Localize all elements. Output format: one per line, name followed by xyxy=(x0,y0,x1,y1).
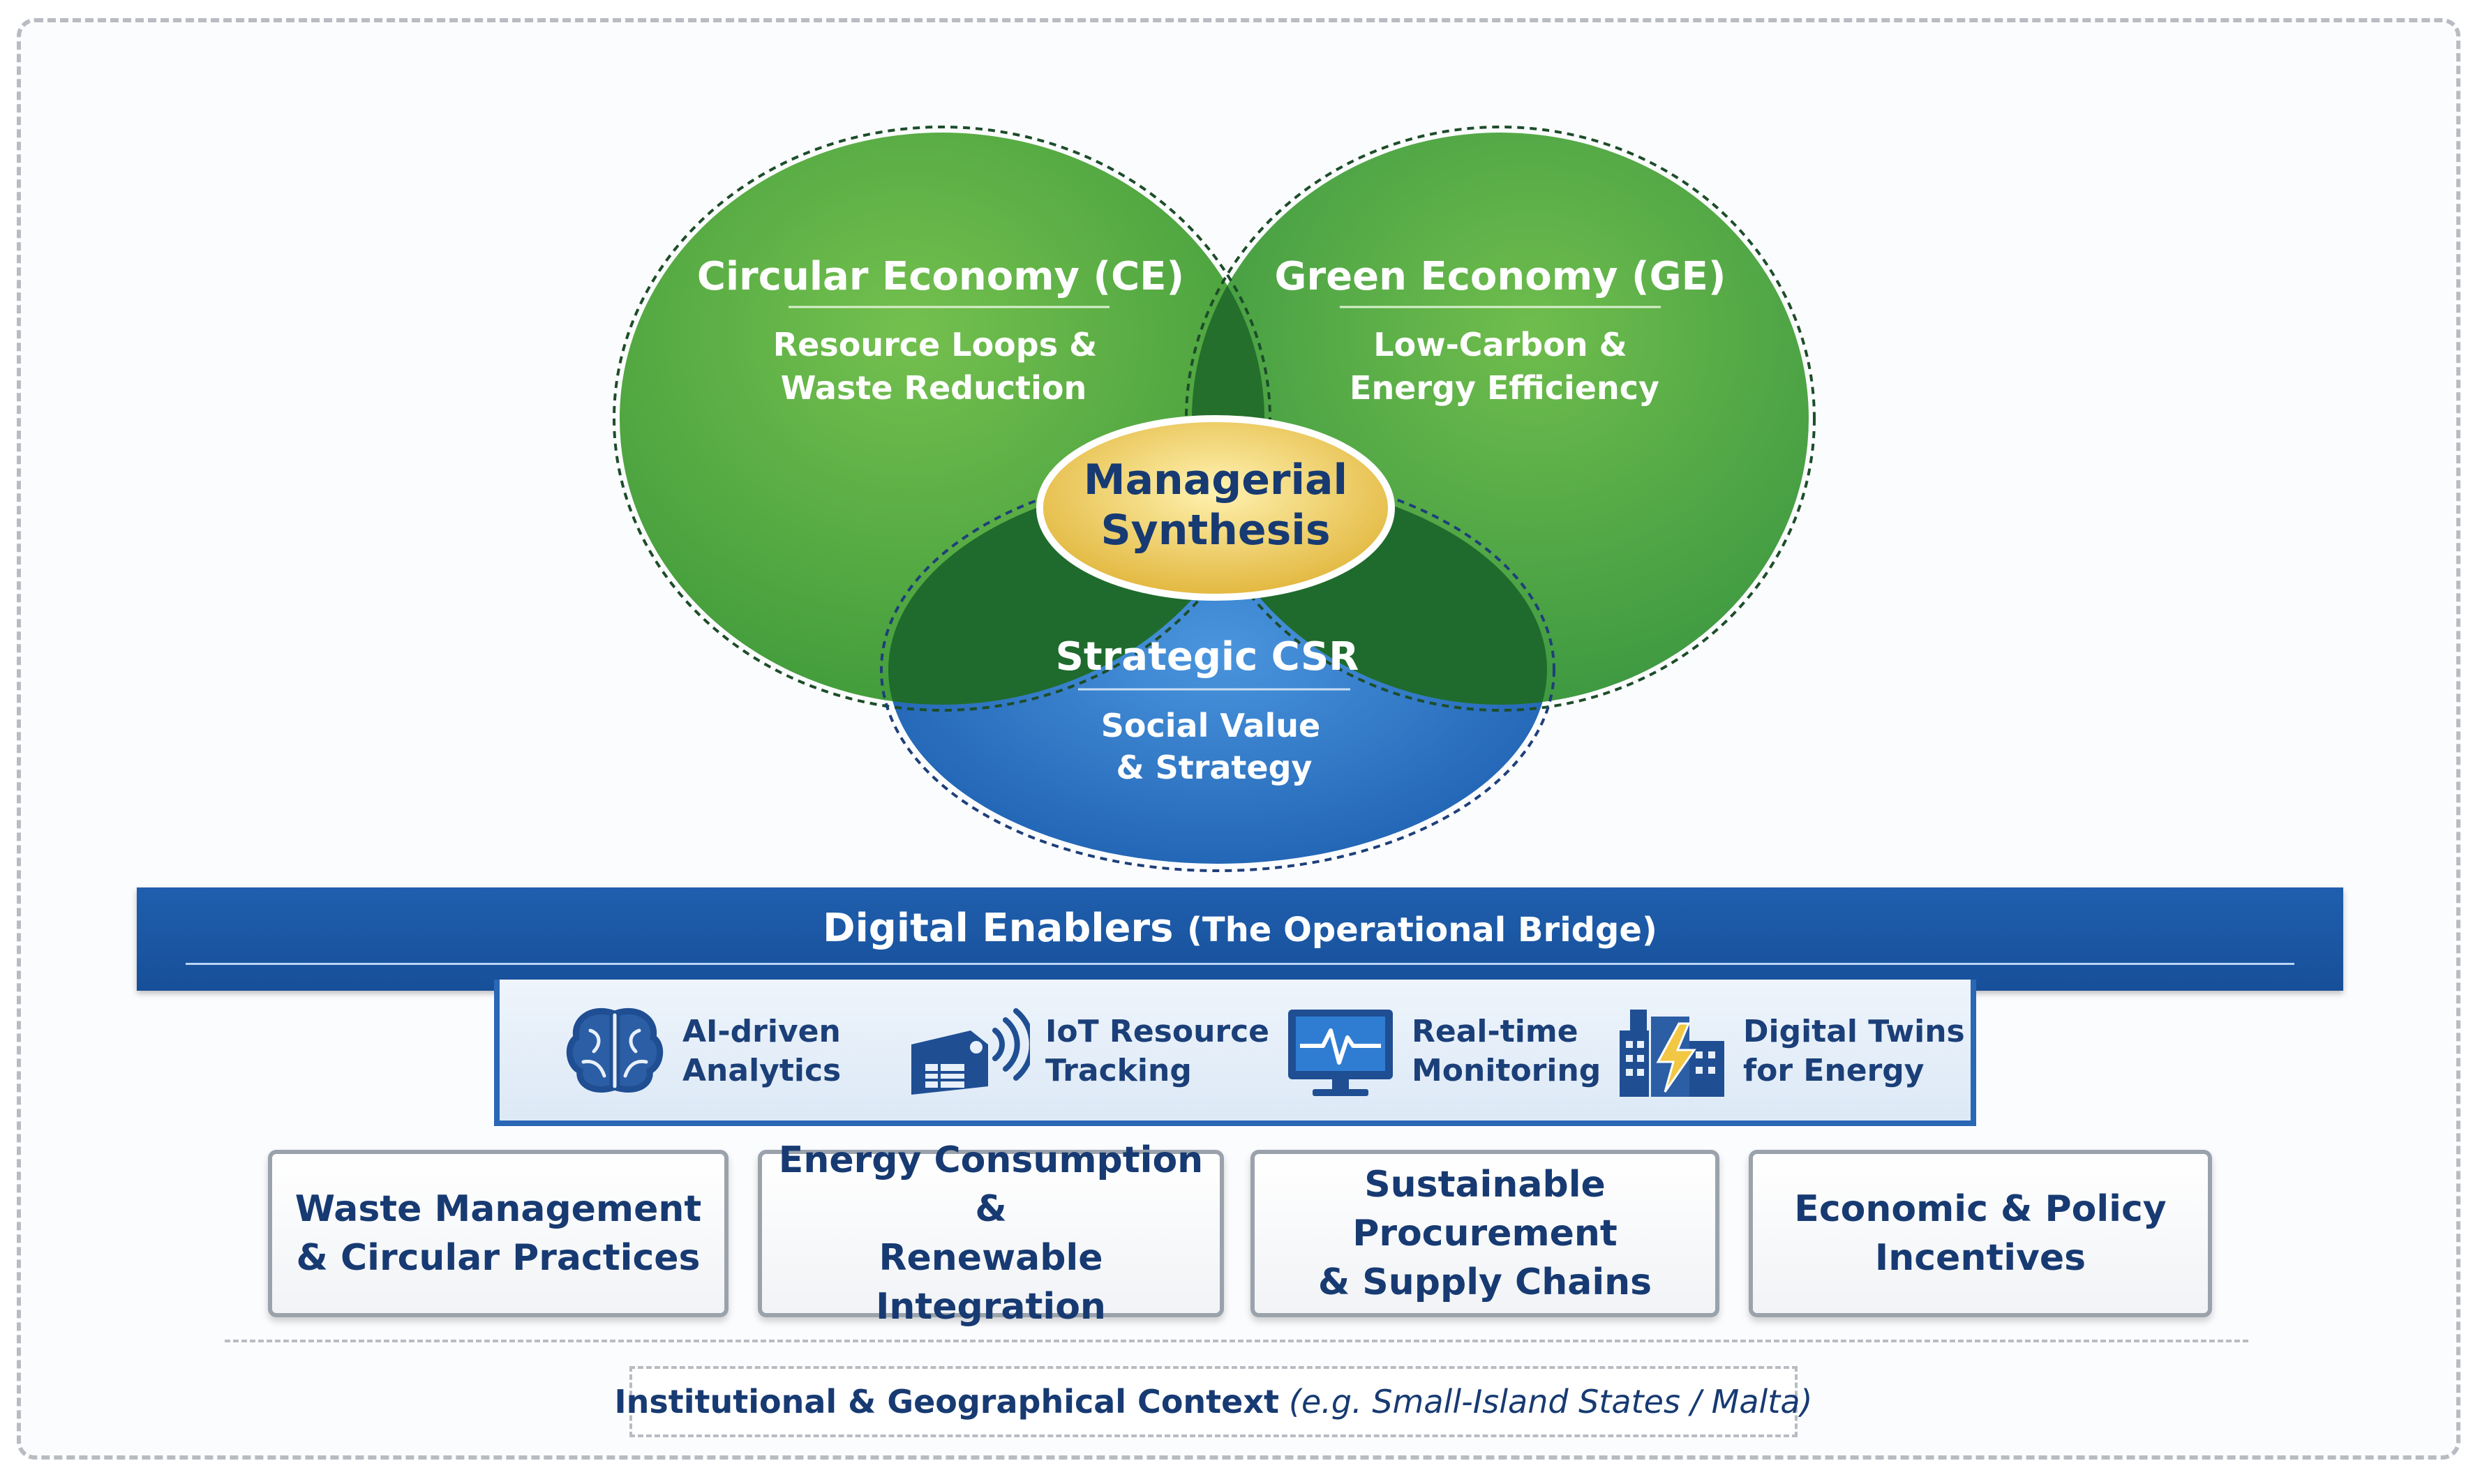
enablers-panel: AI-driven Analytics IoT Resource Trackin… xyxy=(494,980,1976,1126)
csr-subtitle-line2: & Strategy xyxy=(1116,749,1312,786)
venn-diagram: Managerial Synthesis Circular Economy (C… xyxy=(613,126,1816,872)
ge-subtitle-line1: Low-Carbon & xyxy=(1373,326,1627,363)
enabler-label: Digital Twins for Energy xyxy=(1743,1014,1965,1088)
ge-title: Green Economy (GE) xyxy=(1275,254,1726,299)
center-label-line1: Managerial xyxy=(1084,456,1347,504)
context-box: Institutional & Geographical Context (e.… xyxy=(615,1366,1812,1437)
domain-card-policy: Economic & Policy Incentives xyxy=(1749,1150,2212,1317)
context-example: (e.g. Small-Island States / Malta) xyxy=(1289,1383,1813,1421)
iot-tag-icon xyxy=(911,1008,1030,1095)
enabler-ai-analytics: AI-driven Analytics xyxy=(562,999,841,1104)
domain-label: Sustainable Procurement & Supply Chains xyxy=(1317,1164,1652,1303)
domain-label: Energy Consumption & Renewable Integrati… xyxy=(778,1139,1204,1328)
bar-divider xyxy=(186,963,2294,965)
context-label: Institutional & Geographical Context xyxy=(614,1383,1280,1421)
enabler-iot-tracking: IoT Resource Tracking xyxy=(904,999,1269,1104)
ce-subtitle-line1: Resource Loops & xyxy=(773,326,1097,363)
center-label-line2: Synthesis xyxy=(1100,506,1330,555)
enabler-label: IoT Resource Tracking xyxy=(1045,1014,1270,1088)
ce-title: Circular Economy (CE) xyxy=(697,254,1184,299)
enabler-label: AI-driven Analytics xyxy=(682,1014,842,1088)
monitor-pulse-icon xyxy=(1288,1010,1393,1096)
digital-enablers-bar: Digital Enablers (The Operational Bridge… xyxy=(137,887,2343,991)
managerial-synthesis-badge xyxy=(1036,415,1395,601)
ge-subtitle-line2: Energy Efficiency xyxy=(1350,369,1659,407)
brain-icon xyxy=(566,1007,664,1093)
context-separator xyxy=(225,1340,2248,1342)
domain-card-energy: Energy Consumption & Renewable Integrati… xyxy=(758,1139,1224,1328)
domain-card-waste: Waste Management & Circular Practices xyxy=(268,1150,729,1317)
enabler-label: Real-time Monitoring xyxy=(1412,1014,1601,1088)
csr-subtitle-line1: Social Value xyxy=(1101,707,1320,744)
digital-enablers-title: Digital Enablers (The Operational Bridge… xyxy=(137,906,2343,951)
bridge-title: Digital Enablers xyxy=(823,906,1174,951)
ce-subtitle-line2: Waste Reduction xyxy=(781,369,1086,407)
enabler-realtime-monitoring: Real-time Monitoring xyxy=(1285,999,1601,1104)
csr-title: Strategic CSR xyxy=(1056,634,1359,680)
domain-card-procurement: Sustainable Procurement & Supply Chains xyxy=(1250,1150,1719,1317)
domain-label: Economic & Policy Incentives xyxy=(1794,1188,2167,1279)
enabler-digital-twins: Digital Twins for Energy xyxy=(1616,999,1965,1104)
bridge-subtitle: (The Operational Bridge) xyxy=(1186,910,1657,950)
domain-label: Waste Management & Circular Practices xyxy=(294,1188,702,1279)
building-energy-icon xyxy=(1620,1010,1724,1097)
